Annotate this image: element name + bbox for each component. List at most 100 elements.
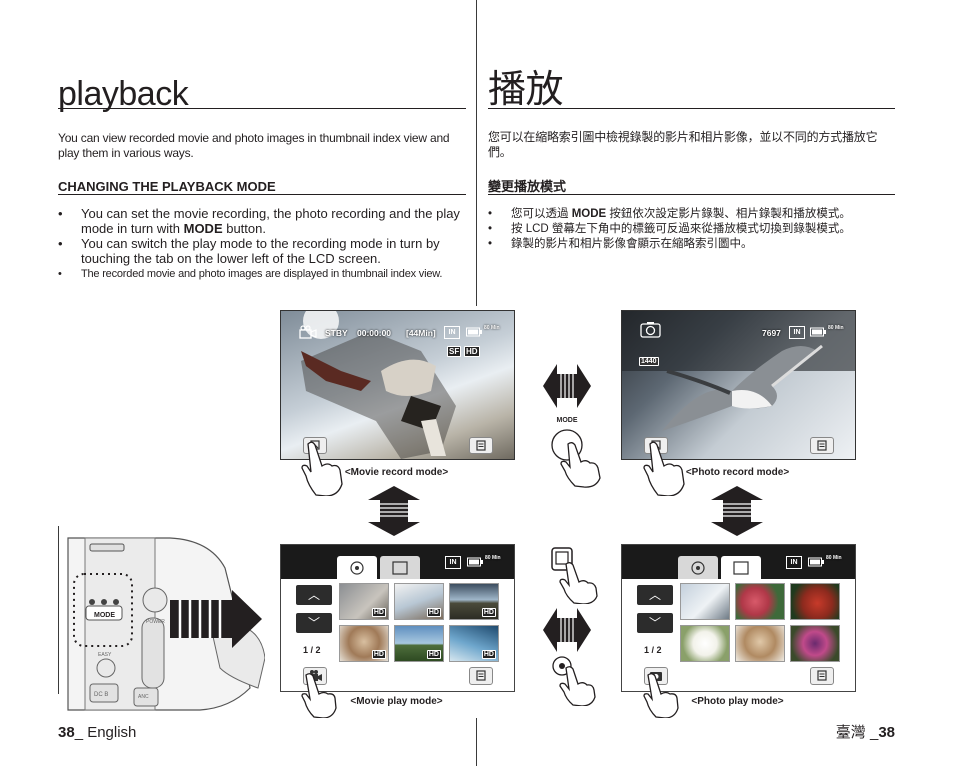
column-divider-bottom [476, 718, 477, 766]
heading-rule-en [58, 194, 466, 195]
hd-badge: HD [426, 608, 441, 617]
chevron-up-icon: ︿ [307, 588, 320, 602]
hd-badge: HD [426, 650, 441, 659]
camcorder-power-label: POWER [146, 619, 165, 625]
footer-language-zh: 臺灣 _ [835, 724, 879, 741]
menu-icon-photo [817, 440, 827, 451]
camcorder-edge-line [58, 526, 59, 694]
thumbnail-3[interactable]: HD [449, 583, 499, 620]
finger-tap-icon-photo-record [643, 441, 685, 496]
thumbnail-1[interactable]: HD [339, 583, 389, 620]
sf-quality-icon: SF [447, 346, 462, 357]
bullet-zh-1-pre: 您可以透過 [511, 208, 572, 220]
photo-thumbnail-2[interactable] [735, 583, 785, 620]
tab-touch-icon-2 [552, 656, 596, 706]
camcorder-illustration [67, 537, 265, 711]
caption-photo-record: <Photo record mode> [685, 467, 790, 478]
movie-record-screen: STBY 00:00:00 [44Min] IN 80 Min HD SF [280, 310, 515, 460]
battery-remaining-photo: 80 Min [828, 325, 844, 331]
stby-label: STBY [325, 328, 348, 338]
photo-tab-icon [392, 561, 408, 575]
storage-in-icon-photo: IN [789, 326, 805, 339]
photo-thumbnail-1[interactable] [680, 583, 730, 620]
tab-photo-thumbnails[interactable] [380, 556, 420, 579]
menu-button-photo[interactable] [810, 437, 834, 454]
chevron-up-icon: ︿ [648, 588, 661, 602]
battery-remaining-movie-play: 80 Min [485, 555, 501, 561]
photo-play-screen: IN 80 Min ︿ ﹀ 1 / 2 [621, 544, 856, 692]
bullet-zh-1-post: 按鈕依次設定影片錄製、相片錄製和播放模式。 [606, 208, 851, 220]
remaining-time: [44Min] [406, 328, 436, 338]
scroll-up-button[interactable]: ︿ [296, 585, 332, 605]
caption-movie-play: <Movie play mode> [350, 696, 443, 707]
menu-icon [476, 440, 486, 451]
battery-remaining-photo-play: 80 Min [826, 555, 842, 561]
hd-badge: HD [371, 650, 386, 659]
battery-icon [466, 327, 482, 337]
movie-tab-icon [350, 561, 364, 575]
camcorder-mode-label: MODE [94, 612, 115, 619]
hd-quality-icon: HD [464, 346, 480, 357]
page-number-right: 38 [878, 724, 895, 741]
photo-thumbnail-6[interactable] [790, 625, 840, 662]
column-divider-top [476, 0, 477, 306]
page-title-zh: 播放 [488, 69, 564, 111]
intro-en: You can view recorded movie and photo im… [58, 131, 450, 160]
photo-thumbnail-4[interactable] [680, 625, 730, 662]
camcorder-dcb-label: DC B [94, 692, 109, 698]
menu-button-photo-play[interactable] [810, 667, 834, 685]
photo-count: 7697 [762, 328, 781, 338]
thumbnail-2[interactable]: HD [394, 583, 444, 620]
right-arrow-camcorder [170, 590, 262, 648]
bullet-en-3: The recorded movie and photo images are … [58, 267, 468, 282]
intro-zh: 您可以在縮略索引圖中檢視錄製的影片和相片影像，並以不同的方式播放它們。 [488, 130, 878, 159]
battery-icon-photo [810, 327, 826, 337]
bullet-zh-1: 您可以透過 MODE 按鈕依次設定影片錄製、相片錄製和播放模式。 [488, 207, 898, 222]
page-indicator: 1 / 2 [303, 645, 321, 655]
hd-badge: HD [481, 650, 496, 659]
footer-left: 38_ English [58, 724, 136, 742]
bullet-zh-3: 錄製的影片和相片影像會顯示在縮略索引圖中。 [488, 237, 898, 252]
tab-touch-icon [551, 547, 598, 604]
footer-language-en: _ English [74, 724, 137, 741]
vertical-double-arrow-right [711, 486, 763, 536]
mode-keyword: MODE [183, 221, 223, 236]
title-rule-zh [488, 108, 895, 109]
bullet-en-1-end: button. [222, 221, 266, 236]
finger-tap-icon-movie-play [301, 673, 337, 718]
menu-button[interactable] [469, 437, 493, 454]
horizontal-double-arrow-bottom [543, 608, 591, 652]
menu-button-movie-play[interactable] [469, 667, 493, 685]
tab-movie-thumbnails-2[interactable] [678, 556, 718, 579]
page-indicator-photo: 1 / 2 [644, 645, 662, 655]
mode-button-label: MODE [556, 417, 578, 424]
bullet-zh-2: 按 LCD 螢幕左下角中的標籤可反過來從播放模式切換到錄製模式。 [488, 222, 898, 237]
photo-thumbnail-3[interactable] [790, 583, 840, 620]
battery-icon-photo-play [808, 557, 824, 567]
tab-photo-thumbnails-2[interactable] [721, 556, 761, 579]
storage-in-icon: IN [444, 326, 460, 339]
bullet-en-2: You can switch the play mode to the reco… [58, 236, 468, 266]
footer-right: 臺灣 _38 [836, 724, 895, 742]
photo-thumbnail-5[interactable] [735, 625, 785, 662]
thumbnail-6[interactable]: HD [449, 625, 499, 662]
finger-tap-icon-movie-record [301, 441, 343, 496]
camcorder-easy-label: EASY [98, 652, 112, 658]
thumbnail-5[interactable]: HD [394, 625, 444, 662]
movie-tab-icon-2 [691, 561, 705, 575]
menu-icon-photo-play [817, 670, 827, 681]
scroll-down-button[interactable]: ﹀ [296, 613, 332, 633]
scroll-down-button-photo[interactable]: ﹀ [637, 613, 673, 633]
storage-in-icon-photo-play: IN [786, 556, 802, 569]
resolution-icon: 1440 [639, 357, 659, 366]
photo-record-screen: 7697 IN 80 Min 1440 [621, 310, 856, 460]
tab-movie-thumbnails[interactable] [337, 556, 377, 579]
scroll-up-button-photo[interactable]: ︿ [637, 585, 673, 605]
timecode: 00:00:00 [357, 328, 392, 338]
page-number-left: 38 [58, 724, 75, 741]
thumbnail-4[interactable]: HD [339, 625, 389, 662]
storage-in-icon-movie-play: IN [445, 556, 461, 569]
mode-keyword-zh: MODE [571, 208, 607, 220]
bullet-en-1: You can set the movie recording, the pho… [58, 206, 468, 236]
vertical-double-arrow-left [368, 486, 420, 536]
